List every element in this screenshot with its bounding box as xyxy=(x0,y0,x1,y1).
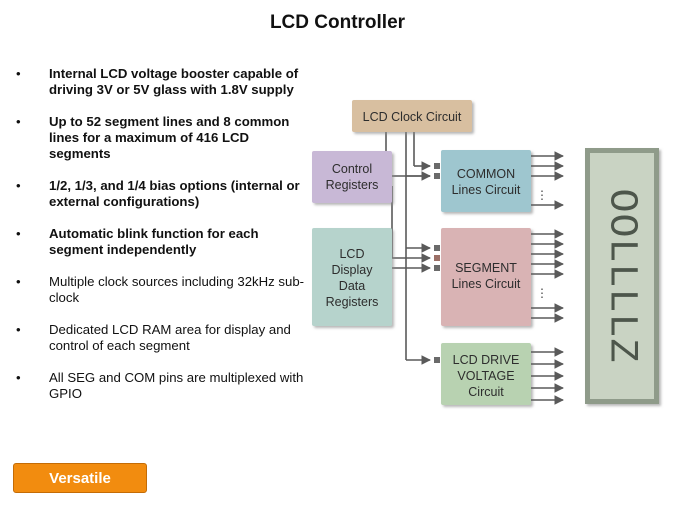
lcd-drive-voltage-block: LCD DRIVE VOLTAGE Circuit xyxy=(441,343,531,405)
segment-lines-label: SEGMENT xyxy=(455,261,517,275)
bullet-item: • Dedicated LCD RAM area for display and … xyxy=(16,322,306,354)
versatile-button[interactable]: Versatile xyxy=(13,463,147,493)
common-lines-label: Lines Circuit xyxy=(452,183,521,197)
data-registers-label: Display xyxy=(332,263,374,277)
bullet-item: • Up to 52 segment lines and 8 common lin… xyxy=(16,114,306,162)
bullet-text: 1/2, 1/3, and 1/4 bias options (internal… xyxy=(49,178,300,209)
drive-voltage-label: VOLTAGE xyxy=(457,369,514,383)
bullet-dot: • xyxy=(16,370,21,385)
bullet-item: • Multiple clock sources including 32kHz … xyxy=(16,274,306,306)
common-lines-label: COMMON xyxy=(457,167,515,181)
control-registers-label: Registers xyxy=(326,178,379,192)
common-ellipsis: ⋮ xyxy=(536,188,548,202)
bullet-text: Automatic blink function for each segmen… xyxy=(49,226,259,257)
lcd-data-registers-block: LCD Display Data Registers xyxy=(312,228,392,326)
bullet-text: All SEG and COM pins are multiplexed wit… xyxy=(49,370,304,401)
drive-voltage-label: LCD DRIVE xyxy=(453,353,520,367)
lcd-clock-block: LCD Clock Circuit xyxy=(352,100,472,132)
common-lines-block: COMMON Lines Circuit xyxy=(441,150,531,212)
segment-ellipsis: ⋮ xyxy=(536,286,548,300)
bullet-text: Multiple clock sources including 32kHz s… xyxy=(49,274,305,305)
bullet-item: • All SEG and COM pins are multiplexed wi… xyxy=(16,370,306,402)
bullet-list: • Internal LCD voltage booster capable of… xyxy=(16,66,306,418)
bullet-dot: • xyxy=(16,178,21,193)
bullet-dot: • xyxy=(16,226,21,241)
data-registers-label: LCD xyxy=(339,247,364,261)
bullet-text: Up to 52 segment lines and 8 common line… xyxy=(49,114,290,161)
lcd-glyphs: OOLLLLZ xyxy=(598,188,643,363)
input-pins xyxy=(434,163,440,363)
data-registers-label: Registers xyxy=(326,295,379,309)
bullet-dot: • xyxy=(16,114,21,129)
output-arrows xyxy=(531,151,564,405)
bullet-text: Internal LCD voltage booster capable of … xyxy=(49,66,299,97)
slide-title: LCD Controller xyxy=(269,12,406,33)
bullet-dot: • xyxy=(16,66,21,81)
lcd-clock-label: LCD Clock Circuit xyxy=(363,110,462,124)
bullet-text: Dedicated LCD RAM area for display and c… xyxy=(49,322,291,353)
bullet-item: • Automatic blink function for each segme… xyxy=(16,226,306,258)
segment-lines-label: Lines Circuit xyxy=(452,277,521,291)
data-registers-label: Data xyxy=(339,279,365,293)
segment-lines-block: SEGMENT Lines Circuit xyxy=(441,228,531,326)
control-registers-block: Control Registers xyxy=(312,151,392,203)
drive-voltage-label: Circuit xyxy=(468,385,504,399)
bullet-item: • 1/2, 1/3, and 1/4 bias options (interna… xyxy=(16,178,306,210)
control-registers-label: Control xyxy=(332,162,372,176)
bullet-item: • Internal LCD voltage booster capable of… xyxy=(16,66,306,98)
bullet-dot: • xyxy=(16,322,21,337)
lcd-panel: OOLLLLZ xyxy=(585,148,659,404)
bullet-dot: • xyxy=(16,274,21,289)
